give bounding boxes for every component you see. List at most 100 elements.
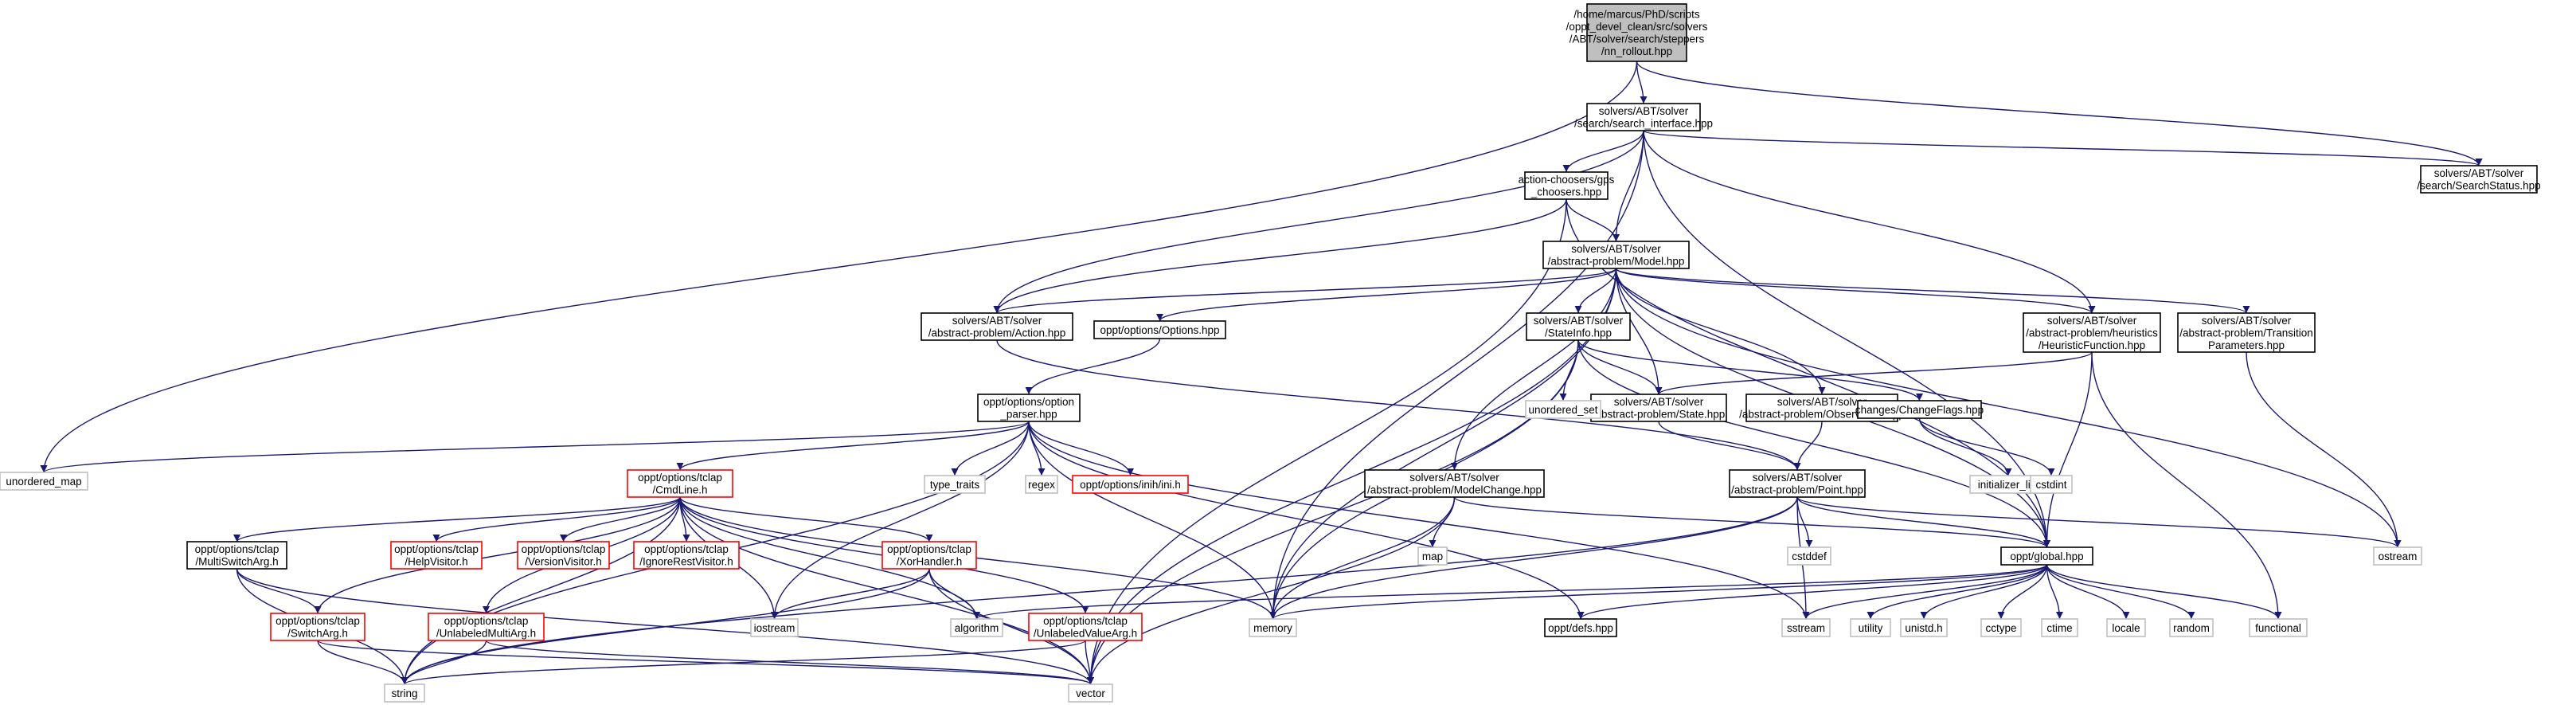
- node-cctype[interactable]: cctype: [1980, 618, 2022, 637]
- node-ini[interactable]: oppt/options/inih/ini.h: [1072, 475, 1189, 494]
- node-box: [924, 475, 986, 494]
- edge-search_interface-to-search_status: [1643, 130, 2483, 166]
- node-label-line: oppt/options/inih/ini.h: [1080, 479, 1181, 491]
- edge-option_parser-to-defs: [1028, 421, 1585, 620]
- node-label-line: /abstract-problem/Action.hpp: [928, 327, 1066, 339]
- node-map[interactable]: map: [1417, 546, 1448, 566]
- node-algorithm[interactable]: algorithm: [950, 618, 1003, 637]
- node-box: [384, 683, 425, 703]
- edge-xorhandler-to-string: [401, 568, 930, 685]
- node-box: [1900, 618, 1948, 637]
- node-xorhandler[interactable]: oppt/options/tclap/XorHandler.h: [881, 541, 977, 570]
- node-iostream[interactable]: iostream: [750, 618, 799, 637]
- edge-global-to-utility: [1867, 564, 2048, 620]
- node-box: [1093, 320, 1226, 339]
- node-action_choosers[interactable]: action-choosers/gps_choosers.hpp: [1519, 171, 1615, 200]
- edge-option_parser-to-iostream: [771, 421, 1030, 620]
- node-cstdint[interactable]: cstdint: [2030, 475, 2073, 494]
- node-label-line: map: [1422, 550, 1443, 562]
- node-label-line: oppt/options/tclap: [887, 543, 971, 555]
- node-option_parser[interactable]: oppt/options/option_parser.hpp: [977, 394, 1081, 422]
- node-cstddef[interactable]: cstddef: [1787, 546, 1831, 566]
- node-ctime[interactable]: ctime: [2041, 618, 2078, 637]
- node-regex[interactable]: regex: [1025, 475, 1058, 494]
- node-label-line: type_traits: [930, 479, 980, 491]
- node-label-line: /abstract-problem/heuristics: [2026, 327, 2158, 339]
- node-unordered_map[interactable]: unordered_map: [0, 472, 88, 491]
- node-global[interactable]: oppt/global.hpp: [2000, 546, 2093, 566]
- node-box: [517, 541, 610, 570]
- node-box: [1980, 618, 2022, 637]
- node-helpvisitor[interactable]: oppt/options/tclap/HelpVisitor.h: [390, 541, 483, 570]
- node-label-line: cstdint: [2035, 479, 2066, 491]
- node-changeflags[interactable]: changes/ChangeFlags.hpp: [1855, 400, 1984, 419]
- node-sstream[interactable]: sstream: [1781, 618, 1831, 637]
- edge-heuristic-to-state: [1655, 351, 2093, 395]
- node-label-line: oppt/options/tclap: [444, 615, 529, 627]
- node-label-line: /VersionVisitor.h: [525, 556, 602, 568]
- node-box: [1729, 469, 1866, 498]
- node-point[interactable]: solvers/ABT/solver/abstract-problem/Poin…: [1729, 469, 1866, 498]
- node-unistd[interactable]: unistd.h: [1900, 618, 1948, 637]
- node-box: [1025, 475, 1058, 494]
- node-label-line: sstream: [1787, 622, 1825, 634]
- edge-model-to-vector: [1087, 268, 1617, 685]
- node-switcharg[interactable]: oppt/options/tclap/SwitchArg.h: [270, 613, 365, 641]
- node-random[interactable]: random: [2169, 618, 2214, 637]
- node-model[interactable]: solvers/ABT/solver/abstract-problem/Mode…: [1542, 241, 1690, 269]
- node-memory[interactable]: memory: [1249, 618, 1297, 637]
- node-layer: /home/marcus/PhD/scripts/oppt_devel_clea…: [0, 3, 2541, 703]
- node-label-line: oppt/options/tclap: [1043, 615, 1128, 627]
- node-box: [950, 618, 1003, 637]
- node-label-line: solvers/ABT/solver: [1777, 396, 1867, 408]
- edge-model-to-modelchange: [1451, 268, 1617, 471]
- node-stateinfo[interactable]: solvers/ABT/solver/StateInfo.hpp: [1526, 312, 1631, 341]
- node-unordered_set[interactable]: unordered_set: [1525, 400, 1601, 419]
- node-utility[interactable]: utility: [1850, 618, 1891, 637]
- node-functional[interactable]: functional: [2249, 618, 2308, 637]
- edge-multiswitch-to-switcharg: [236, 568, 322, 614]
- node-box: [2041, 618, 2078, 637]
- node-string[interactable]: string: [384, 683, 425, 703]
- node-type_traits[interactable]: type_traits: [924, 475, 986, 494]
- node-box: [390, 541, 483, 570]
- node-versionvisitor[interactable]: oppt/options/tclap/VersionVisitor.h: [517, 541, 610, 570]
- node-cmdline[interactable]: oppt/options/tclap/CmdLine.h: [627, 469, 733, 498]
- node-label-line: string: [391, 687, 417, 699]
- edge-changeflags-to-cstdint: [1918, 417, 2055, 476]
- node-box: [2023, 312, 2161, 353]
- node-action[interactable]: solvers/ABT/solver/abstract-problem/Acti…: [921, 312, 1073, 341]
- node-unlabeledmulti[interactable]: oppt/options/tclap/UnlabeledMultiArg.h: [428, 613, 545, 641]
- node-multiswitch[interactable]: oppt/options/tclap/MultiSwitchArg.h: [186, 541, 287, 570]
- edge-stateinfo-to-changeflags: [1577, 339, 1923, 401]
- node-box: [1590, 394, 1727, 422]
- node-root[interactable]: /home/marcus/PhD/scripts/oppt_devel_clea…: [1566, 3, 1708, 62]
- node-state[interactable]: solvers/ABT/solver/abstract-problem/Stat…: [1590, 394, 1727, 422]
- node-modelchange[interactable]: solvers/ABT/solver/abstract-problem/Mode…: [1364, 469, 1545, 498]
- node-locale[interactable]: locale: [2106, 618, 2146, 637]
- edge-changeflags-to-initializer_list: [1918, 417, 2012, 476]
- node-unlabeledvalue[interactable]: oppt/options/tclap/UnlabeledValueArg.h: [1028, 613, 1143, 641]
- node-label-line: /HelpVisitor.h: [405, 556, 467, 568]
- node-box: [633, 541, 740, 570]
- node-vector[interactable]: vector: [1068, 683, 1113, 703]
- node-search_status[interactable]: solvers/ABT/solver/search/SearchStatus.h…: [2417, 165, 2541, 194]
- node-label-line: unordered_map: [6, 476, 81, 488]
- node-ostream[interactable]: ostream: [2373, 546, 2422, 566]
- edge-global-to-random: [2046, 564, 2195, 620]
- edge-unlabeledmulti-to-vector: [485, 640, 1094, 685]
- node-box: [1524, 171, 1609, 200]
- edge-model-to-state: [1615, 268, 1663, 395]
- node-heuristic[interactable]: solvers/ABT/solver/abstract-problem/heur…: [2023, 312, 2161, 353]
- node-transition[interactable]: solvers/ABT/solver/abstract-problem/Tran…: [2177, 312, 2316, 353]
- edge-stateinfo-to-unordered_set: [1559, 339, 1579, 401]
- node-search_interface[interactable]: solvers/ABT/solver/search/search_interfa…: [1574, 103, 1713, 131]
- node-label-line: /abstract-problem/ModelChange.hpp: [1367, 484, 1542, 496]
- edge-unlabeledvalue-to-vector: [1085, 640, 1094, 685]
- node-label-line: _choosers.hpp: [1530, 186, 1602, 198]
- node-ignorerest[interactable]: oppt/options/tclap/IgnoreRestVisitor.h: [633, 541, 740, 570]
- edge-option_parser-to-ini: [1028, 421, 1134, 476]
- node-options[interactable]: oppt/options/Options.hpp: [1093, 320, 1226, 339]
- node-defs[interactable]: oppt/defs.hpp: [1544, 618, 1617, 637]
